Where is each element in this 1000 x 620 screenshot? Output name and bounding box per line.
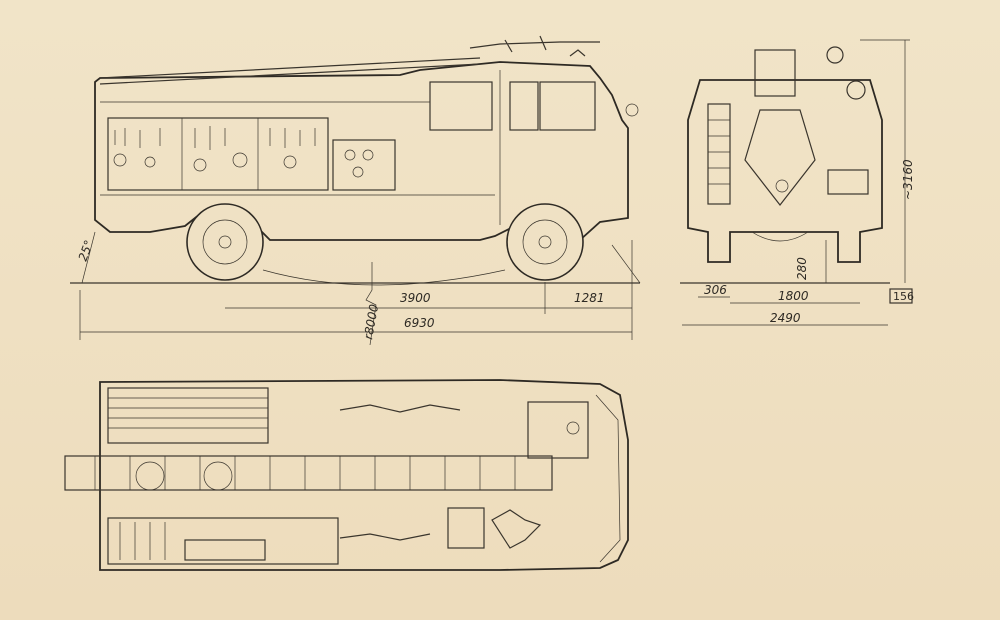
- page-number-box: [889, 288, 913, 304]
- overall-width-label: 2490: [770, 311, 801, 325]
- approach-angle-line: [611, 244, 641, 284]
- top-cylinder: [184, 539, 266, 561]
- track-label: 1800: [778, 289, 809, 303]
- top-cab-vent: [566, 421, 580, 435]
- top-hose-reel-2: [203, 461, 233, 491]
- top-pump-box: [447, 507, 485, 549]
- rear-reel: [846, 80, 866, 100]
- top-hose-reel-1: [135, 461, 165, 491]
- overall-length-label: 6930: [404, 316, 435, 330]
- top-windscreen: [595, 394, 621, 563]
- rear-view: ~3160 280 306 1800 2490 156: [680, 39, 915, 326]
- rear-valve-wheel: [775, 179, 789, 193]
- rear-panel: [827, 169, 869, 195]
- cab-rear-window: [429, 81, 493, 131]
- pump-gauge-2: [362, 149, 374, 161]
- top-branch-hose: [339, 533, 431, 541]
- page-number: 156: [893, 290, 914, 303]
- top-cab-hatch: [527, 401, 589, 459]
- top-ladder-rungs: [94, 456, 516, 490]
- rear-wheel: [186, 203, 264, 281]
- front-wheel-hub: [522, 219, 568, 265]
- departure-angle-line: [81, 231, 96, 284]
- rear-monitor-nozzle: [826, 46, 844, 64]
- rear-axle-differential: [751, 231, 809, 242]
- front-wheel-center: [538, 235, 552, 249]
- side-view: 25° 3900 1281 6930 r8000: [70, 35, 641, 346]
- top-monitor: [491, 509, 542, 549]
- ramp-arc: [262, 269, 506, 286]
- side-mirror: [625, 103, 639, 117]
- radius-label: r8000: [361, 303, 381, 341]
- cab-door-window: [509, 81, 539, 131]
- pump-panel: [332, 139, 396, 191]
- top-view: [64, 379, 629, 571]
- roof-ladder: [99, 57, 481, 79]
- wheelbase-label: 3900: [400, 291, 431, 305]
- top-suction-hose: [339, 404, 461, 413]
- rear-ladder: [707, 103, 731, 205]
- rear-monitor-housing: [754, 49, 796, 97]
- height-label: ~3160: [901, 159, 915, 200]
- compartment-tools: [113, 126, 316, 172]
- clearance-label: 280: [795, 257, 809, 280]
- top-compartment-lower-slats: [119, 522, 166, 560]
- rear-pump-valve: [744, 109, 816, 206]
- departure-angle-label: 25°: [76, 238, 96, 263]
- rear-offset-label: 306: [704, 283, 727, 297]
- cab-front-window: [539, 81, 596, 131]
- top-body-outline: [99, 379, 629, 571]
- front-wheel: [506, 203, 584, 281]
- pump-gauge-1: [344, 149, 356, 161]
- rear-wheel-center: [218, 235, 232, 249]
- pump-gauge-3: [352, 166, 364, 178]
- roof-monitor: [469, 35, 600, 57]
- top-ladder: [64, 455, 553, 491]
- top-compartment-upper-slats: [108, 397, 268, 429]
- top-compartment-upper: [107, 387, 269, 444]
- rear-ladder-rungs: [708, 119, 730, 185]
- equipment-compartment: [107, 117, 329, 191]
- front-overhang-label: 1281: [574, 291, 605, 305]
- rear-body-outline: [687, 79, 883, 263]
- top-compartment-lower: [107, 517, 339, 565]
- radius-leader: [365, 262, 377, 346]
- rear-wheel-hub: [202, 219, 248, 265]
- roof-ladder-rail: [99, 63, 481, 85]
